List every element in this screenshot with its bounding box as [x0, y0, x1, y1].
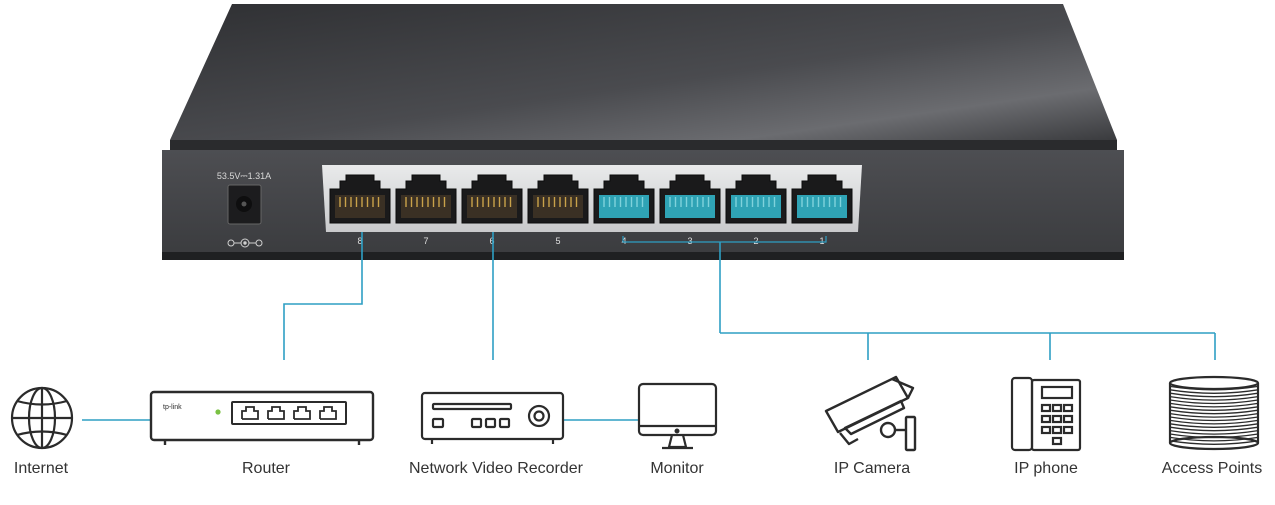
port-5[interactable]	[527, 174, 589, 224]
ap-plate-line	[1169, 395, 1259, 401]
switch-device: 53.5V⎓1.31A 8 7 6 5 4 3 2 1	[162, 4, 1124, 260]
label-network-video-recorder: Network Video Recorder	[408, 460, 584, 477]
router-led	[215, 409, 221, 415]
ap-plate-line	[1169, 440, 1259, 445]
router-icon: tp-link	[149, 390, 375, 445]
ap-plate-line	[1169, 392, 1259, 398]
label-ip-phone: IP phone	[1014, 460, 1078, 477]
port-number-5: 5	[555, 236, 560, 246]
ap-plate-line	[1169, 412, 1259, 418]
port-1[interactable]	[791, 174, 853, 224]
switch-top-panel	[170, 4, 1117, 140]
ap-plate-line	[1169, 389, 1259, 394]
ap-plate-line	[1169, 416, 1259, 422]
connection-lines	[82, 232, 1216, 421]
port-7[interactable]	[395, 174, 457, 224]
port-4[interactable]	[593, 174, 655, 224]
port-3[interactable]	[659, 174, 721, 224]
ap-plate-line	[1169, 399, 1259, 405]
ap-plate-line	[1169, 406, 1259, 411]
polarity-icon	[227, 238, 263, 248]
label-ip-camera: IP Camera	[833, 460, 911, 477]
switch-front-edge	[170, 140, 1117, 150]
power-rating-label: 53.5V⎓1.31A	[217, 171, 271, 181]
ap-plate-line	[1169, 419, 1259, 425]
port-number-7: 7	[423, 236, 428, 246]
ap-plate-line	[1169, 409, 1259, 415]
ap-plate-line	[1169, 385, 1259, 391]
port-group: 8 7 6 5 4 3 2 1	[329, 174, 853, 246]
access-point-icon	[1168, 375, 1260, 451]
port-number-3: 3	[687, 236, 692, 246]
port-number-2: 2	[753, 236, 758, 246]
ap-plate-line	[1169, 402, 1259, 408]
label-router: Router	[241, 460, 291, 477]
label-access-points: Access Points	[1161, 460, 1263, 477]
port-number-8: 8	[357, 236, 362, 246]
camera-icon	[824, 375, 917, 452]
port-8[interactable]	[329, 174, 391, 224]
line-port8-router	[283, 232, 363, 360]
phone-icon	[1010, 376, 1082, 452]
ap-plate-line	[1169, 429, 1259, 435]
port-2[interactable]	[725, 174, 787, 224]
ap-plate-line	[1169, 433, 1259, 439]
power-jack[interactable]	[227, 184, 262, 225]
ap-plate-line	[1169, 426, 1259, 432]
ap-plate-line	[1169, 436, 1259, 442]
label-internet: Internet	[13, 460, 69, 477]
port-6[interactable]	[461, 174, 523, 224]
monitor-icon	[637, 382, 718, 450]
port-number-6: 6	[489, 236, 494, 246]
globe-icon	[10, 386, 74, 450]
poe-bracket	[622, 236, 827, 243]
port-number-4: 4	[621, 236, 626, 246]
port-number-1: 1	[819, 236, 824, 246]
label-monitor: Monitor	[650, 460, 704, 477]
ap-plate-line	[1169, 423, 1259, 428]
nvr-icon	[420, 391, 565, 444]
router-brand: tp-link	[163, 404, 182, 411]
